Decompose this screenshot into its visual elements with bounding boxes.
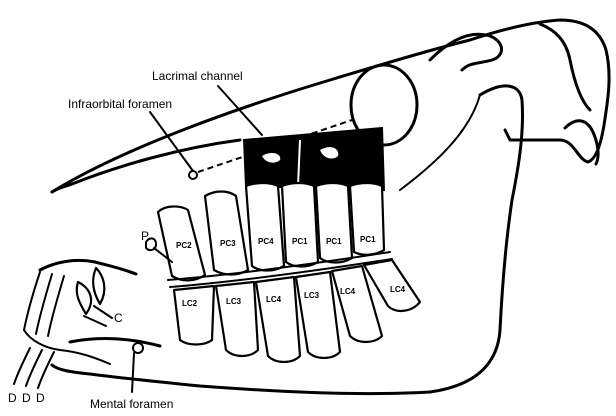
upper-tooth-label: PC2	[176, 241, 192, 250]
upper-tooth	[246, 183, 284, 271]
upper-tooth-label: PC1	[292, 237, 308, 246]
lower-incisor	[26, 350, 42, 386]
upper-tooth	[205, 192, 248, 275]
lower-tooth-label: LC4	[390, 285, 406, 294]
upper-tooth-label: PC3	[220, 239, 236, 248]
upper-incisor	[48, 276, 64, 336]
lower-tooth-label: LC3	[226, 297, 242, 306]
upper-canine	[93, 268, 104, 304]
mental-foramen-marker	[133, 343, 143, 353]
lacrimal-leader	[218, 86, 262, 135]
upper-tooth-label: PC4	[258, 237, 274, 246]
canine-leader	[94, 306, 112, 318]
lower-canine	[77, 282, 91, 314]
incisor-label: D	[36, 391, 45, 405]
lower-incisor	[14, 348, 30, 384]
upper-tooth	[350, 183, 384, 255]
mandible-ramus-inner	[400, 95, 480, 190]
canine-label: C	[114, 311, 123, 325]
lower-tooth	[296, 272, 340, 358]
lower-incisor-region	[70, 339, 160, 346]
canine-leader	[84, 316, 106, 326]
incisor-label: D	[22, 391, 31, 405]
upper-tooth-label: PC1	[360, 235, 376, 244]
wolf-tooth-label: P	[141, 229, 149, 243]
mental-foramen-leader	[132, 353, 134, 392]
mental-foramen-label: Mental foramen	[90, 397, 173, 411]
lower-tooth-label: LC4	[340, 287, 356, 296]
infraorbital-foramen-marker	[189, 171, 197, 179]
upper-tooth	[282, 183, 318, 267]
lower-tooth-label: LC2	[182, 299, 198, 308]
upper-tooth	[316, 183, 352, 263]
maxilla-line	[72, 140, 240, 184]
incisor-label: D	[8, 391, 17, 405]
upper-tooth-label: PC1	[326, 237, 342, 246]
infraorbital-foramen-label: Infraorbital foramen	[68, 97, 172, 111]
lower-tooth	[256, 277, 300, 362]
lower-tooth	[174, 286, 214, 345]
lower-tooth-label: LC3	[304, 291, 320, 300]
upper-incisor-region	[40, 260, 136, 274]
lower-tooth-label: LC4	[266, 295, 282, 304]
upper-incisor	[24, 272, 40, 330]
lacrimal-channel-label: Lacrimal channel	[152, 69, 243, 83]
occipital-crest	[540, 24, 590, 110]
lower-incisor	[38, 352, 54, 388]
lower-tooth	[216, 282, 258, 356]
